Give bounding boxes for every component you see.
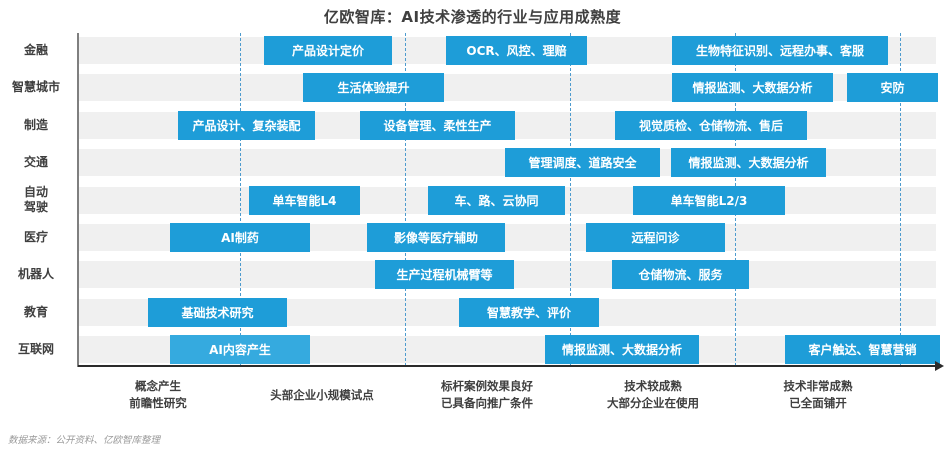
- task-box: 智慧教学、评价: [459, 297, 599, 327]
- task-box: 视觉质检、仓储物流、售后: [615, 110, 807, 140]
- stage-divider-line: [570, 33, 571, 366]
- stage-divider-line: [405, 33, 406, 366]
- stage-divider-line: [900, 33, 901, 366]
- task-box: 单车智能L4: [249, 185, 360, 215]
- industry-label: 互联网: [17, 342, 54, 357]
- x-axis-arrow-icon: [935, 361, 944, 371]
- task-box: 生活体验提升: [303, 73, 444, 103]
- y-axis-line: [77, 33, 79, 367]
- task-box: 产品设计定价: [264, 36, 392, 65]
- chart-title: 亿欧智库：AI技术渗透的行业与应用成熟度: [323, 8, 622, 26]
- industry-label: 自动 驾驶: [23, 185, 48, 215]
- source-note: 数据来源：公开资料、亿欧智库整理: [8, 435, 161, 446]
- task-box: 影像等医疗辅助: [367, 223, 505, 252]
- industry-label: 机器人: [17, 267, 54, 282]
- task-box: 生物特征识别、远程办事、客服: [672, 36, 888, 65]
- task-box: 远程问诊: [586, 223, 725, 252]
- task-box: 情报监测、大数据分析: [671, 148, 826, 178]
- task-box: 管理调度、道路安全: [505, 148, 660, 178]
- task-box: 产品设计、复杂装配: [178, 110, 315, 140]
- x-axis-line: [78, 365, 935, 367]
- task-box: 安防: [847, 73, 938, 103]
- stage-label: 技术非常成熟 已全面铺开: [783, 379, 853, 410]
- stage-label: 技术较成熟 大部分企业在使用: [607, 379, 699, 410]
- task-box: 客户触达、智慧营销: [785, 335, 940, 365]
- stage-label: 头部企业小规模试点: [270, 387, 374, 402]
- stage-label: 标杆案例效果良好 已具备向推广条件: [441, 379, 533, 410]
- stage-label: 概念产生 前瞻性研究: [129, 379, 187, 410]
- task-box: 单车智能L2/3: [633, 185, 785, 215]
- task-box: OCR、风控、理赔: [446, 36, 587, 65]
- industry-label: 交通: [23, 155, 48, 170]
- industry-label: 医疗: [23, 230, 48, 244]
- industry-label: 金融: [23, 43, 48, 57]
- task-box: 基础技术研究: [148, 297, 287, 327]
- task-box: AI制药: [170, 223, 310, 252]
- task-box: 设备管理、柔性生产: [360, 110, 515, 140]
- task-box: 生产过程机械臂等: [375, 260, 514, 290]
- industry-label: 制造: [23, 117, 48, 132]
- task-box: 情报监测、大数据分析: [672, 73, 833, 103]
- task-box: AI内容产生: [170, 335, 310, 365]
- task-box: 情报监测、大数据分析: [545, 335, 699, 365]
- stage-divider-line: [240, 33, 241, 366]
- industry-label: 智慧城市: [11, 80, 60, 95]
- task-box: 车、路、云协同: [428, 185, 565, 215]
- industry-label: 教育: [23, 304, 48, 319]
- task-box: 仓储物流、服务: [612, 260, 749, 290]
